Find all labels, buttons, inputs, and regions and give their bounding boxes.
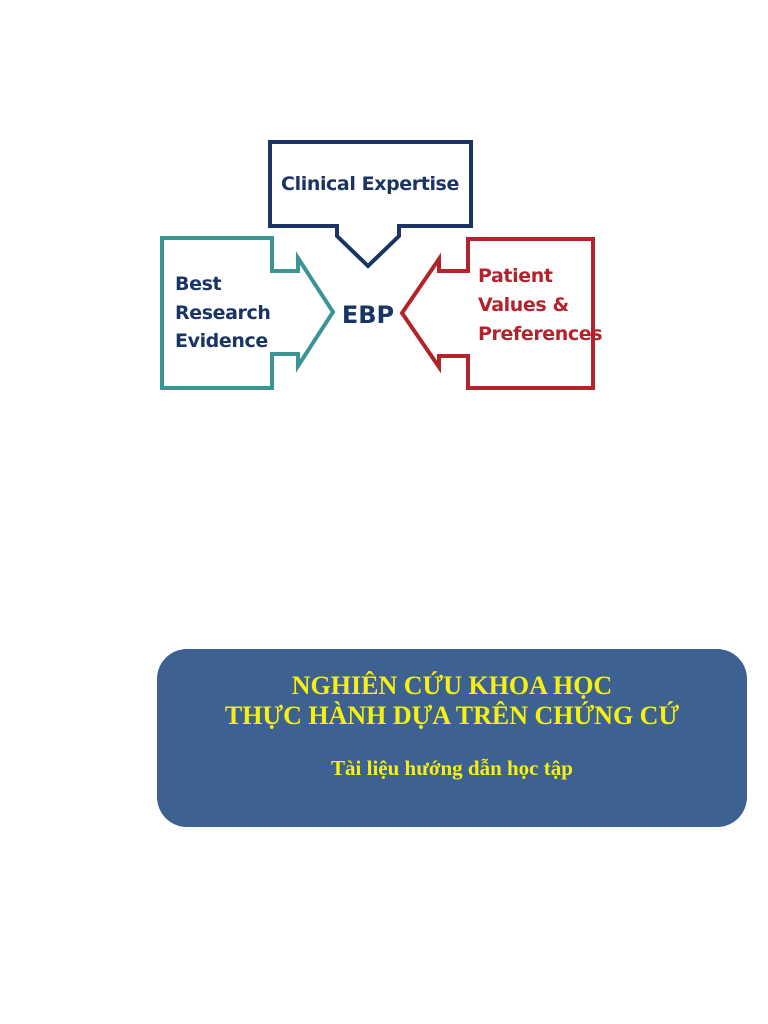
ebp-center-label: EBP — [342, 301, 394, 329]
clinical-expertise-callout — [268, 140, 473, 269]
ebp-diagram: Clinical Expertise Best Research Evidenc… — [160, 140, 603, 390]
title-line-1: NGHIÊN CỨU KHOA HỌC — [291, 671, 613, 700]
clinical-expertise-label: Clinical Expertise — [281, 173, 459, 195]
title-line-2: THỰC HÀNH DỰA TRÊN CHỨNG CỨ — [224, 701, 680, 730]
best-research-evidence-callout — [160, 236, 336, 390]
title-banner: NGHIÊN CỨU KHOA HỌC THỰC HÀNH DỰA TRÊN C… — [157, 649, 747, 827]
patient-values-callout — [399, 237, 595, 390]
patient-values-label: Patient Values & Preferences — [478, 265, 602, 345]
subtitle: Tài liệu hướng dẫn học tập — [331, 756, 573, 780]
best-research-evidence-label: Best Research Evidence — [175, 273, 277, 352]
